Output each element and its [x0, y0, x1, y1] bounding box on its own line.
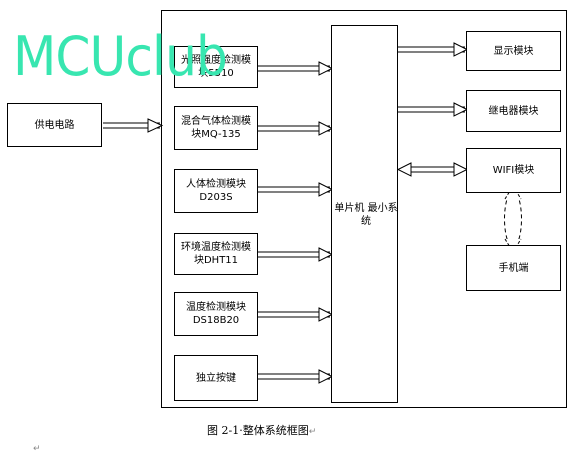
wifi-module-label: WIFI模块 — [492, 165, 535, 176]
caption-paragraph-mark: ↵ — [308, 427, 317, 437]
light-sensor-label-2: 块5510 — [198, 68, 234, 79]
relay-module-block: 继电器模块 — [466, 90, 561, 132]
body-sensor-block: 人体检测模块 D203S — [174, 169, 258, 213]
system-boundary — [161, 10, 567, 408]
env-temp-sensor-label-2: 块DHT11 — [193, 255, 239, 266]
display-module-label: 显示模块 — [493, 45, 534, 57]
relay-module-label: 继电器模块 — [488, 105, 539, 117]
power-circuit-block: 供电电路 — [7, 103, 102, 147]
light-sensor-block: 光照强度检测模 块5510 — [174, 46, 258, 88]
temp-sensor-label-1: 温度检测模块 — [186, 302, 246, 313]
wifi-module-block: WIFI模块 — [466, 148, 561, 193]
mcu-label-1: 单片机 — [334, 203, 365, 214]
mcu-block — [331, 25, 398, 403]
phone-block: 手机端 — [466, 245, 561, 291]
body-sensor-label-1: 人体检测模块 — [186, 179, 246, 190]
arrow-mcu-to-relay — [398, 102, 469, 117]
arrow-mcu-wifi-bidirectional — [396, 162, 469, 177]
gas-sensor-block: 混合气体检测模 块MQ-135 — [174, 106, 258, 150]
display-module-block: 显示模块 — [466, 31, 561, 71]
arrow-key-to-mcu — [258, 369, 334, 384]
env-temp-sensor-label-1: 环境温度检测模 — [181, 242, 251, 253]
mcu-label: 单片机 最小系统 — [333, 202, 399, 228]
key-label: 独立按键 — [196, 372, 236, 384]
temp-sensor-block: 温度检测模块 DS18B20 — [174, 292, 258, 336]
arrow-power-to-system — [103, 118, 164, 133]
figure-caption-text: 图 2-1·整体系统框图 — [207, 424, 309, 437]
key-block: 独立按键 — [174, 355, 258, 401]
mcuclub-watermark: MCUclub — [13, 25, 228, 88]
gas-sensor-label-1: 混合气体检测模 — [181, 116, 251, 127]
phone-label: 手机端 — [498, 262, 529, 274]
arrow-body-to-mcu — [258, 182, 334, 197]
arrow-mcu-to-display — [398, 42, 469, 57]
mcu-label-2: 最小系统 — [361, 203, 398, 227]
gas-sensor-label-2: 块MQ-135 — [191, 129, 241, 140]
paragraph-mark: ↵ — [33, 444, 41, 454]
figure-caption: 图 2-1·整体系统框图↵ — [207, 422, 316, 438]
body-sensor-label-2: D203S — [199, 192, 233, 203]
arrow-env-temp-to-mcu — [258, 247, 334, 262]
temp-sensor-label-2: DS18B20 — [192, 315, 240, 326]
env-temp-sensor-block: 环境温度检测模 块DHT11 — [174, 233, 258, 275]
arrow-light-to-mcu — [258, 61, 334, 76]
power-circuit-label: 供电电路 — [34, 119, 75, 131]
arrow-temp-to-mcu — [258, 307, 334, 322]
arrow-gas-to-mcu — [258, 121, 334, 136]
light-sensor-label-1: 光照强度检测模 — [181, 55, 251, 66]
